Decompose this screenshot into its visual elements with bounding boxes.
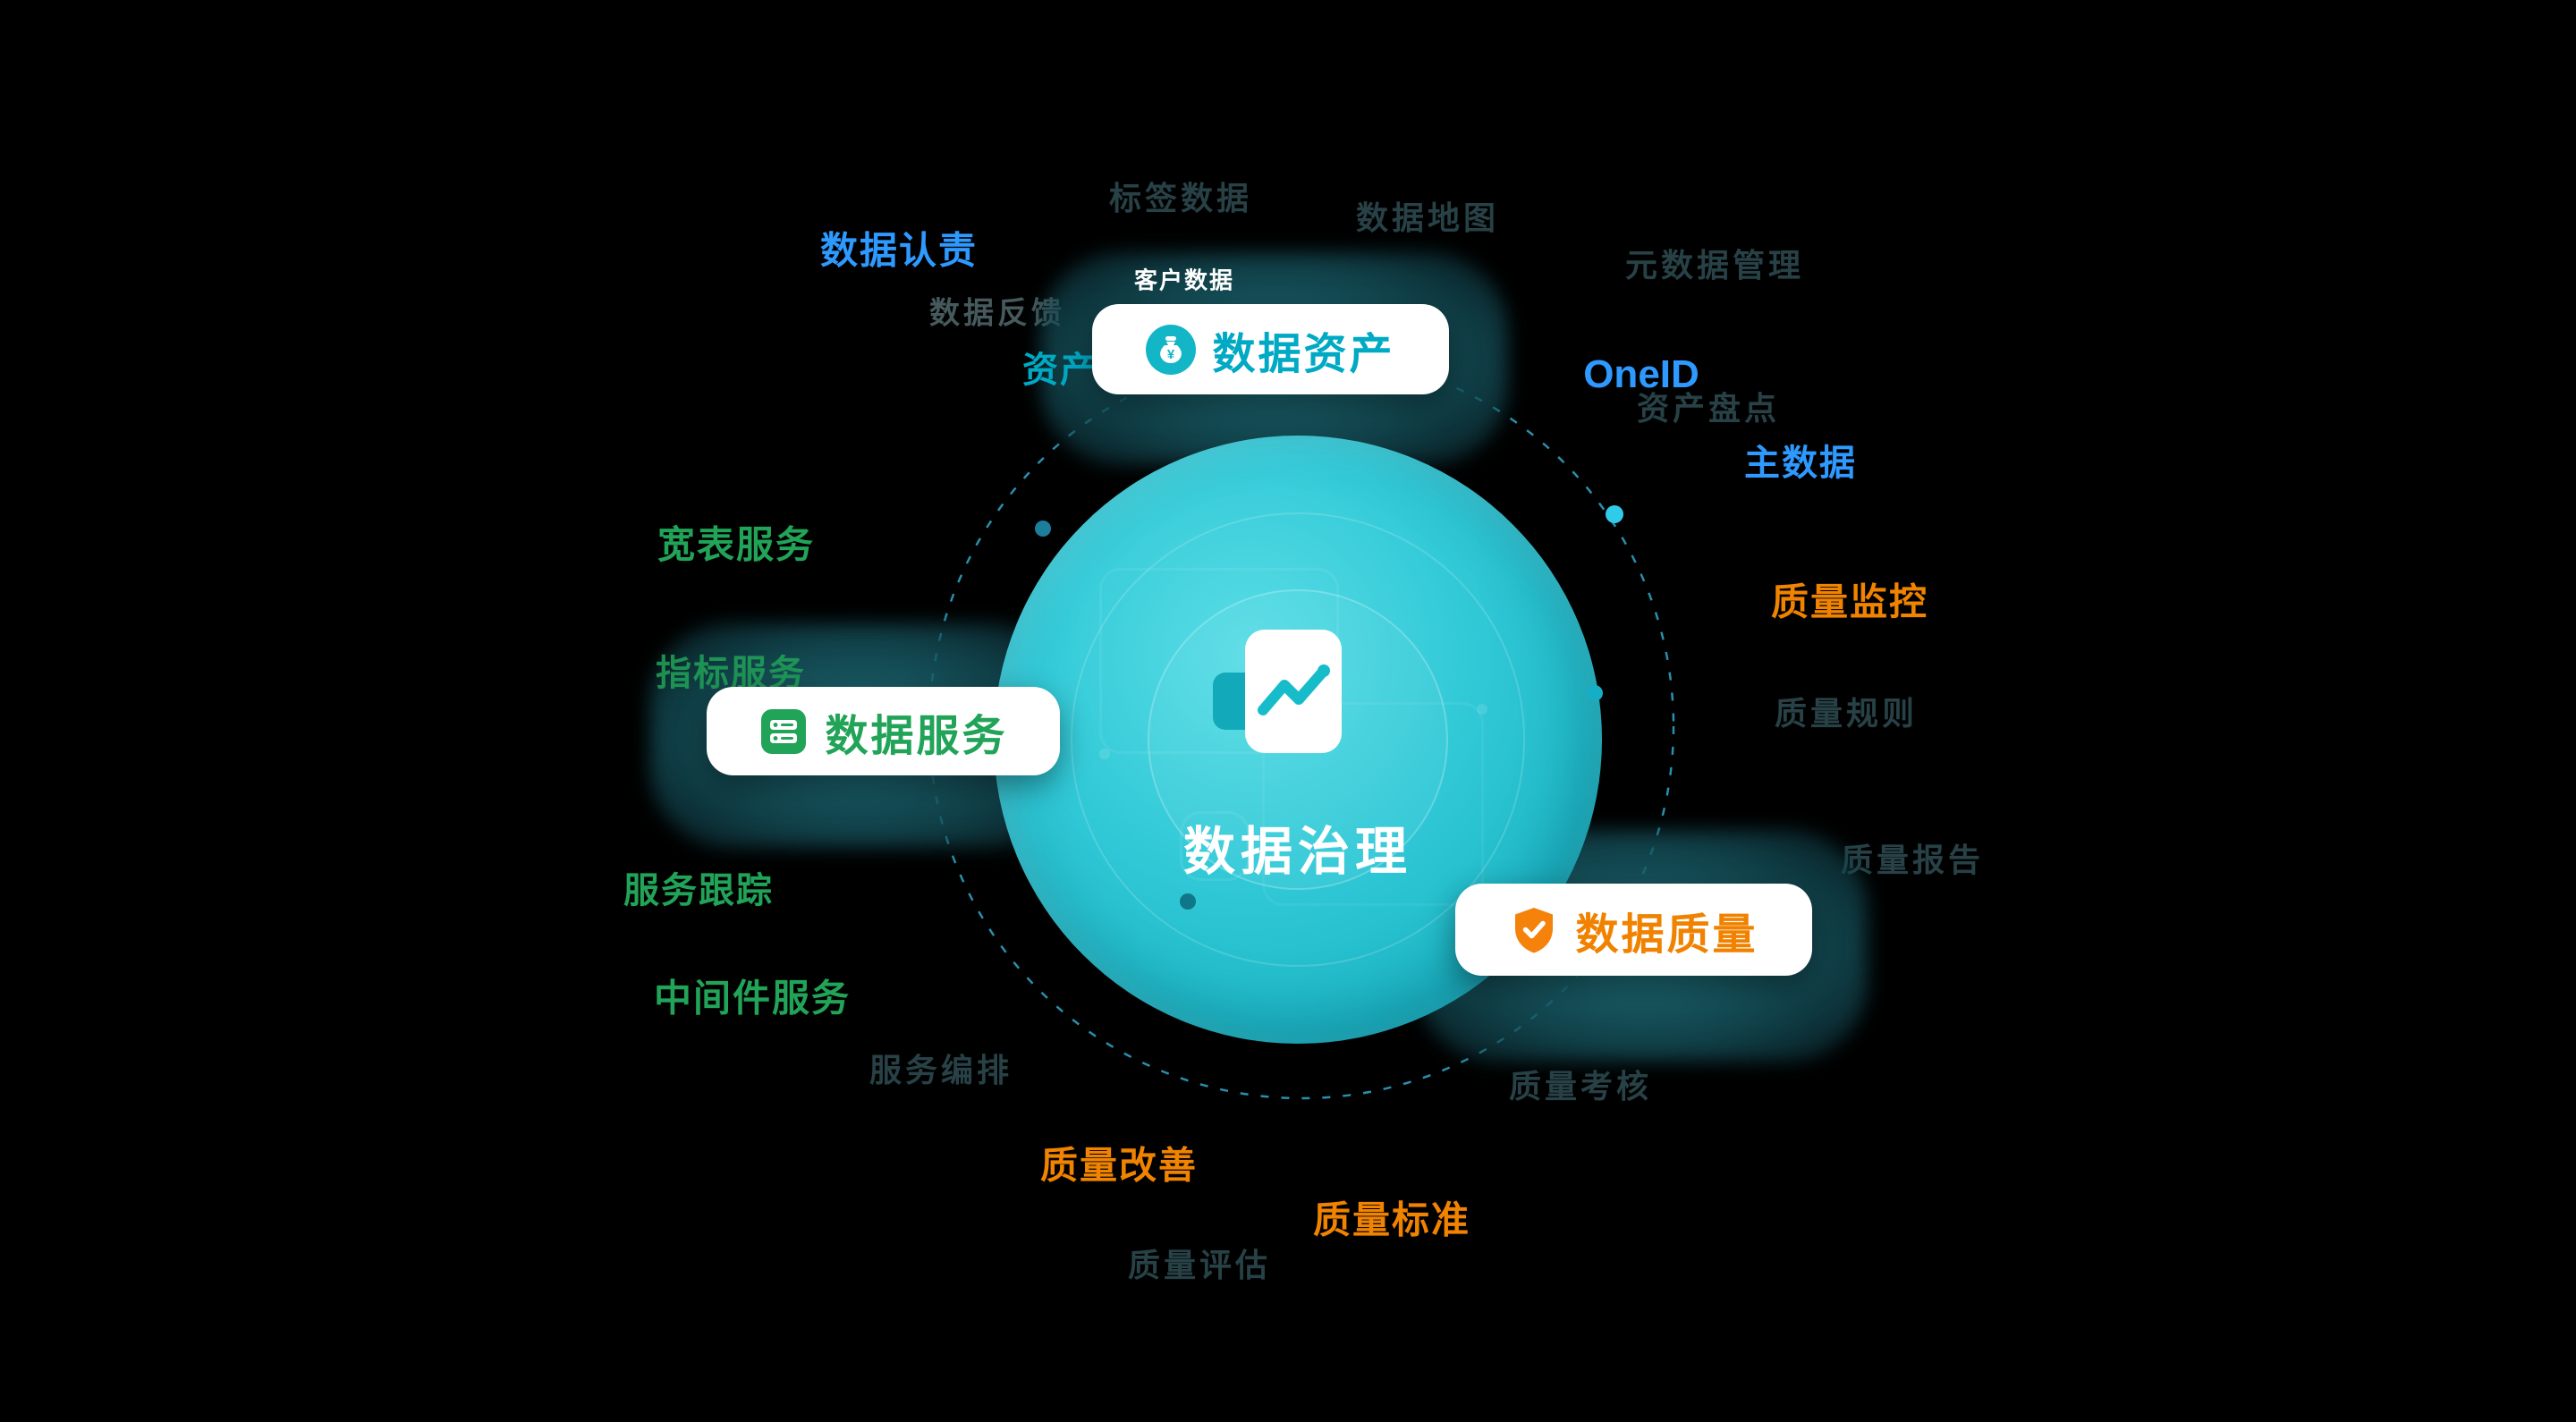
satellite-label-service-tracking: 服务跟踪 (623, 871, 774, 910)
ghost-label: 质量评估 (1127, 1247, 1272, 1283)
orbit-dot-right (1587, 685, 1603, 701)
orbit-dot-bottom (1180, 893, 1196, 910)
pill-label-assets: 数据资产 (1212, 330, 1395, 378)
ghost-label: 质量报告 (1840, 842, 1985, 878)
center-title: 数据治理 (1182, 823, 1413, 881)
pill-label-quality: 数据质量 (1575, 910, 1758, 959)
satellite-label-quality-standard: 质量标准 (1312, 1198, 1471, 1241)
server-stack-icon (761, 708, 807, 754)
shield-check-icon (1515, 907, 1554, 952)
governance-circle: 数据治理 (994, 436, 1602, 1044)
satellite-label-wide-table-service: 宽表服务 (657, 523, 816, 566)
circuit-dot (1099, 749, 1110, 759)
inner-ring-outer (1071, 512, 1525, 967)
ghost-label: 服务编排 (869, 1052, 1013, 1088)
orbit-dot-top-right (1606, 505, 1623, 523)
circuit-trace (1262, 702, 1484, 906)
asset-partial-label: 资产 (1022, 351, 1097, 390)
ghost-label: 元数据管理 (1624, 247, 1805, 284)
ghost-label: 数据地图 (1355, 199, 1500, 236)
ghost-label-feedback: 数据反馈 (929, 296, 1065, 331)
pill-label-services: 数据服务 (825, 712, 1008, 760)
satellite-label-data-accountability: 数据认责 (819, 229, 979, 272)
pill-data-assets: ¥ 数据资产 (1092, 304, 1449, 394)
circuit-trace (1180, 811, 1250, 881)
svg-text:¥: ¥ (1167, 347, 1175, 362)
ghost-label: 标签数据 (1108, 180, 1253, 216)
pill-data-services: 数据服务 (707, 687, 1060, 775)
circuit-dot (1477, 704, 1487, 715)
report-chart-icon (1213, 630, 1342, 753)
satellite-label-middleware-service: 中间件服务 (653, 977, 852, 1020)
satellite-label-quality-monitoring: 质量监控 (1770, 580, 1929, 623)
ghost-label: 质量考核 (1508, 1068, 1653, 1105)
money-bag-icon: ¥ (1146, 324, 1197, 375)
customer-data-tag: 客户数据 (1133, 267, 1235, 294)
ghost-label: 资产盘点 (1636, 390, 1781, 427)
pill-data-quality: 数据质量 (1455, 884, 1812, 976)
satellite-label-master-data: 主数据 (1744, 444, 1857, 483)
orbit-dot-left (1035, 521, 1051, 537)
satellite-label-quality-improvement: 质量改善 (1039, 1144, 1199, 1187)
satellite-label-indicator-service: 指标服务 (656, 654, 806, 693)
ghost-label: 质量规则 (1774, 695, 1919, 732)
satellite-label-oneid: OneID (1583, 352, 1699, 396)
